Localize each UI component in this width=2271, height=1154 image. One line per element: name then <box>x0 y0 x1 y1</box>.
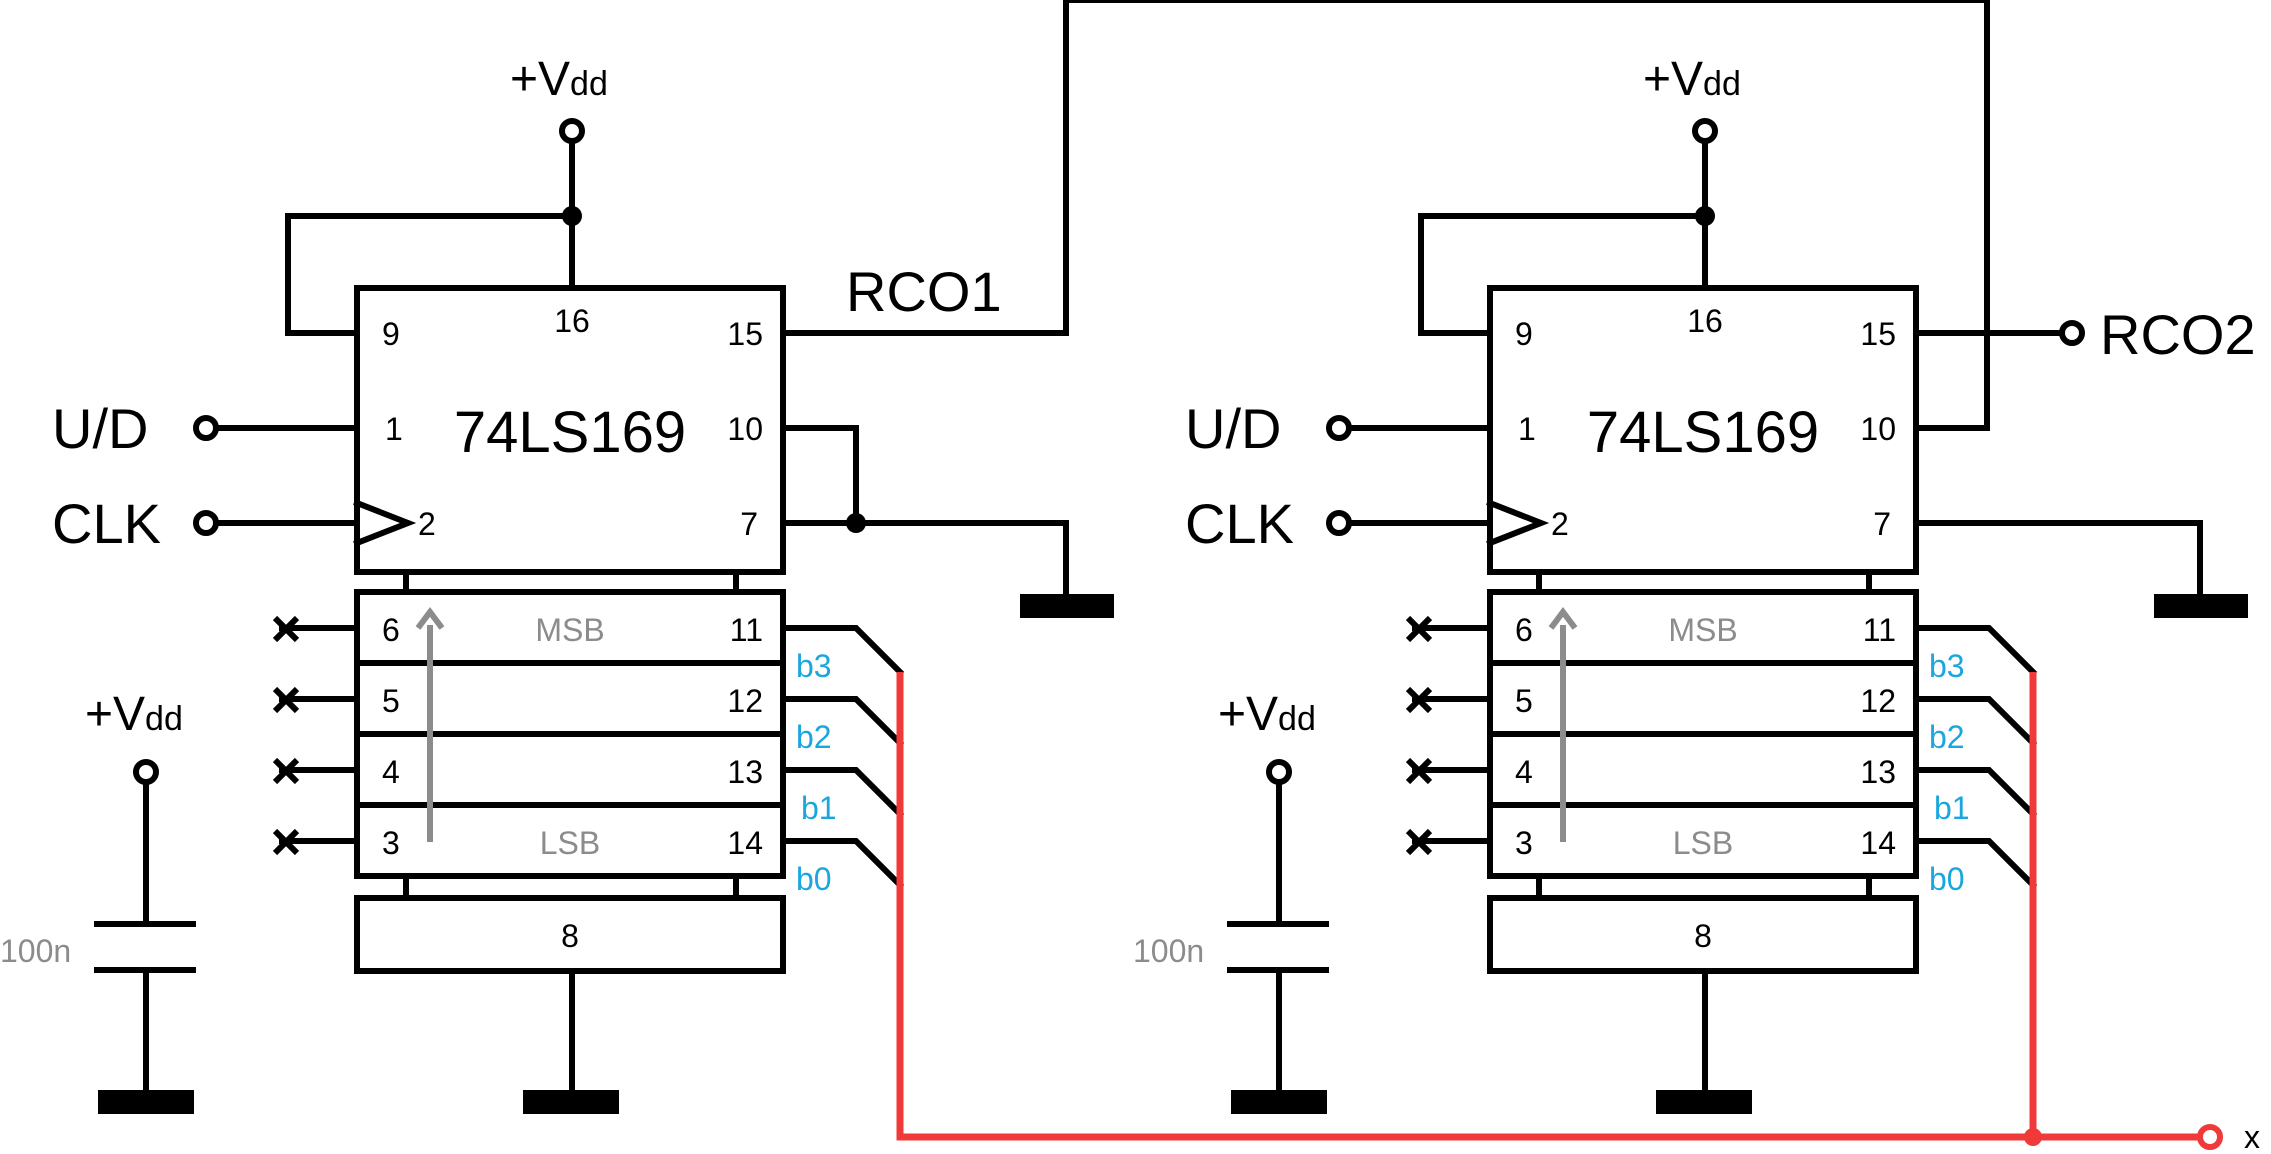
vdd-terminal-2 <box>1692 118 1718 144</box>
pin10-wire-1 <box>780 425 859 526</box>
bit-b2-2: b2 <box>1929 719 1965 755</box>
pin-15-1: 15 <box>727 316 763 352</box>
pin-1-1: 1 <box>385 411 403 447</box>
bit-b1-2: b1 <box>1934 790 1970 826</box>
ground-symbol-1c <box>98 1090 194 1114</box>
output-x-label: x <box>2244 1119 2260 1154</box>
junction-pin7-1 <box>846 513 866 533</box>
lsb-label-1: LSB <box>540 825 600 861</box>
bit-b0-2: b0 <box>1929 861 1965 897</box>
msb-label-1: MSB <box>535 612 604 648</box>
pin-1-2: 1 <box>1518 411 1536 447</box>
no-connect-marks-2 <box>1405 615 1490 856</box>
pin-12-1: 12 <box>727 683 763 719</box>
clk-terminal-2 <box>1326 510 1352 536</box>
clock-triangle-1 <box>353 499 417 547</box>
bit-wires-1 <box>780 625 905 890</box>
pin-10-1: 10 <box>727 411 763 447</box>
pin-8-2: 8 <box>1694 918 1712 954</box>
pin-4-1: 4 <box>382 754 400 790</box>
pin9-wire-2 <box>1418 213 1708 336</box>
pin7-wire-2 <box>1913 520 2203 603</box>
pin-13-1: 13 <box>727 754 763 790</box>
bit-b1-1: b1 <box>801 790 837 826</box>
pin-5-2: 5 <box>1515 683 1533 719</box>
cap-value-2: 100n <box>1133 933 1204 969</box>
pin-14-2: 14 <box>1860 825 1896 861</box>
pin-6-1: 6 <box>382 612 400 648</box>
junction-red <box>2024 1128 2042 1146</box>
counter-2: +Vdd 74LS169 9 16 15 1 10 2 7 U/D CLK RC… <box>1133 53 2256 1114</box>
pin-6-2: 6 <box>1515 612 1533 648</box>
pin-12-2: 12 <box>1860 683 1896 719</box>
pin-11-1: 11 <box>730 612 763 648</box>
rco1-label: RCO1 <box>846 260 1002 323</box>
rco1-link-wire <box>780 0 1990 431</box>
pin-3-1: 3 <box>382 825 400 861</box>
counter-1: +Vdd 74LS169 9 16 15 1 10 2 7 U/D CLK <box>0 53 1114 1114</box>
msb-label-2: MSB <box>1668 612 1737 648</box>
cap-vdd-label-2: +Vdd <box>1218 688 1316 741</box>
no-connect-marks-1 <box>272 615 357 856</box>
pin-3-2: 3 <box>1515 825 1533 861</box>
clock-triangle-2 <box>1486 499 1550 547</box>
bit-b3-2: b3 <box>1929 648 1965 684</box>
ground-symbol-2c <box>1231 1090 1327 1114</box>
bit-b3-1: b3 <box>796 648 832 684</box>
pin7-wire-1 <box>780 520 1069 603</box>
clk-terminal-1 <box>193 510 219 536</box>
pin-13-2: 13 <box>1860 754 1896 790</box>
pin-9-2: 9 <box>1515 316 1533 352</box>
pin-7-1: 7 <box>740 506 758 542</box>
pin8-box-2 <box>1487 895 1919 974</box>
lsb-label-2: LSB <box>1673 825 1733 861</box>
ud-label-2: U/D <box>1185 397 1281 460</box>
pin-9-1: 9 <box>382 316 400 352</box>
cap-vdd-label-1: +Vdd <box>85 688 183 741</box>
output-terminal-x <box>2197 1124 2223 1150</box>
msb-arrow-head-2 <box>1548 607 1578 630</box>
pin-15-2: 15 <box>1860 316 1896 352</box>
ground-symbol-2b <box>1656 1090 1752 1114</box>
pin-2-1: 2 <box>418 506 436 542</box>
vdd-label-2: +Vdd <box>1643 53 1741 106</box>
vdd-label-1: +Vdd <box>510 53 608 106</box>
pin-16-2: 16 <box>1687 303 1723 339</box>
pin-7-2: 7 <box>1873 506 1891 542</box>
pin-4-2: 4 <box>1515 754 1533 790</box>
bit-wires-2 <box>1913 625 2038 890</box>
pin9-wire-1 <box>285 213 575 336</box>
cap-value-1: 100n <box>0 933 71 969</box>
pin-8-1: 8 <box>561 918 579 954</box>
ground-symbol-1b <box>523 1090 619 1114</box>
ground-symbol-2a <box>2154 594 2248 618</box>
pin-11-2: 11 <box>1863 612 1896 648</box>
ground-symbol-1a <box>1020 594 1114 618</box>
bit-b2-1: b2 <box>796 719 832 755</box>
pin-5-1: 5 <box>382 683 400 719</box>
vdd-terminal-1 <box>559 118 585 144</box>
ud-terminal-2 <box>1326 415 1352 441</box>
rco2-terminal <box>2059 320 2085 346</box>
pin-16-1: 16 <box>554 303 590 339</box>
clk-label-1: CLK <box>52 492 161 555</box>
chip-body-1 <box>354 285 786 575</box>
msb-arrow-head-1 <box>415 607 445 630</box>
chip-label-2: 74LS169 <box>1587 400 1819 465</box>
pin-14-1: 14 <box>727 825 763 861</box>
ud-label-1: U/D <box>52 397 148 460</box>
rco2-label: RCO2 <box>2100 303 2256 366</box>
output-bus-red-1 <box>896 672 2200 1141</box>
clk-label-2: CLK <box>1185 492 1294 555</box>
pin-10-2: 10 <box>1860 411 1896 447</box>
chip-label-1: 74LS169 <box>454 400 686 465</box>
bit-b0-1: b0 <box>796 861 832 897</box>
ud-terminal-1 <box>193 415 219 441</box>
pin-2-2: 2 <box>1551 506 1569 542</box>
